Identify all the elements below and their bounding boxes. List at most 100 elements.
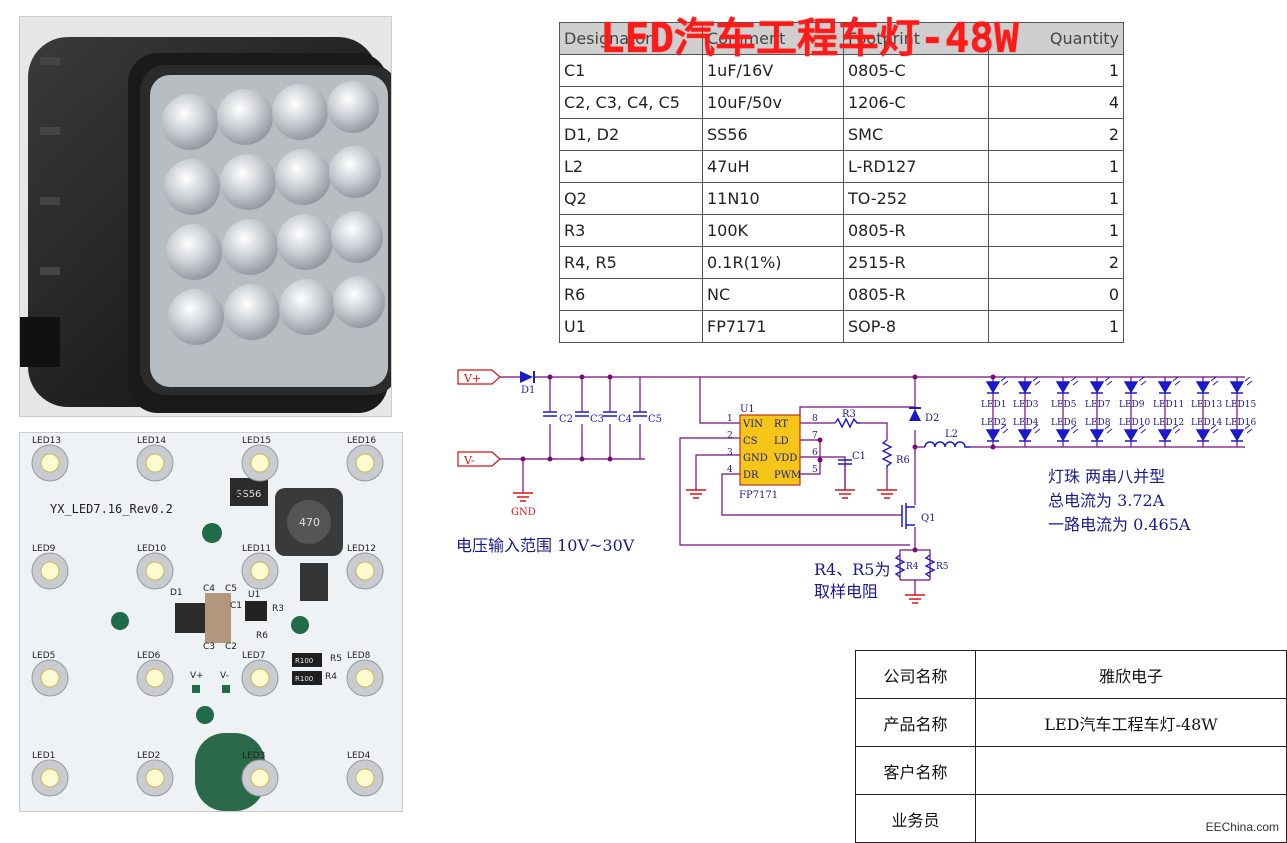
led-label-top: LED3 — [1013, 400, 1039, 410]
led-label-bottom: LED4 — [1013, 418, 1039, 428]
led-label-top: LED7 — [1085, 400, 1111, 410]
vminus-tag: V- — [457, 451, 501, 467]
pcb-resistor-label-2: R100 — [295, 675, 313, 683]
bom-table: Designator Comment Footprint Quantity C1… — [559, 22, 1124, 343]
chip-pin-right: LD — [774, 436, 789, 447]
info-value — [975, 746, 1287, 795]
d1-label: D1 — [521, 385, 535, 396]
led-symbol — [1089, 376, 1113, 394]
bom-cell-footprint: 2515-R — [843, 246, 989, 279]
bom-cell-footprint: SOP-8 — [843, 310, 989, 343]
chip-pin-right: PWM — [774, 470, 801, 481]
lamp-photo-image — [20, 17, 391, 416]
led-array: LED1LED2LED3LED4LED5LED6LED7LED8LED9LED1… — [981, 376, 1256, 442]
pcb-part-label: C5 — [225, 584, 237, 594]
note-led-config: 灯珠 两串八并型 — [1048, 467, 1166, 486]
u1-label: U1 — [740, 404, 755, 415]
bom-cell-quantity: 4 — [988, 86, 1124, 119]
info-key: 客户名称 — [854, 746, 977, 795]
page-title: LED汽车工程车灯-48W — [600, 14, 1019, 62]
chip-pin-number: 2 — [727, 431, 733, 441]
led-symbol — [1157, 424, 1181, 442]
led-label-top: LED11 — [1153, 400, 1184, 410]
pcb-led-lens — [250, 768, 270, 788]
chip-pin-left: VIN — [742, 419, 763, 430]
vminus-label: V- — [463, 454, 475, 467]
pcb-led-label: LED4 — [347, 751, 371, 761]
l2-label: L2 — [945, 429, 958, 440]
bom-cell-footprint: SMC — [843, 118, 989, 151]
led-label-bottom: LED16 — [1225, 418, 1256, 428]
led-symbol — [1089, 424, 1113, 442]
led-label-bottom: LED2 — [981, 418, 1007, 428]
vplus-label: V+ — [463, 372, 481, 385]
pcb-led-lens — [145, 453, 165, 473]
pcb-part-label: C3 — [203, 642, 215, 652]
led-symbol — [1229, 376, 1253, 394]
r3-label: R3 — [842, 409, 856, 420]
pcb-part-label: R5 — [330, 654, 342, 664]
pcb-photo: SS56 470 R100 R100 V+ V- YX_LED7.16_Rev0… — [19, 432, 403, 812]
resistor-r6: R6 — [881, 439, 910, 468]
lamp-lenses — [162, 81, 385, 345]
pcb-led-label: LED13 — [32, 436, 61, 446]
chip-pin-number: 5 — [812, 465, 818, 475]
led-symbol — [1017, 424, 1041, 442]
c4-label: C4 — [618, 414, 632, 425]
bom-cell-comment: SS56 — [702, 118, 844, 151]
pcb-led-lens — [145, 561, 165, 581]
bom-cell-comment: 10uF/50v — [702, 86, 844, 119]
c2-label: C2 — [559, 414, 573, 425]
pcb-led-lens — [355, 453, 375, 473]
pcb-photo-image: SS56 470 R100 R100 V+ V- YX_LED7.16_Rev0… — [20, 433, 402, 811]
bom-cell-footprint: 0805-R — [843, 214, 989, 247]
pcb-led-label: LED5 — [32, 651, 55, 661]
chip-pin-number: 3 — [727, 448, 733, 458]
pcb-part-label: D2 — [232, 490, 245, 500]
pcb-led-lens — [40, 561, 60, 581]
bom-cell-quantity: 1 — [988, 214, 1124, 247]
r6-label: R6 — [896, 455, 910, 466]
pcb-led-lens — [250, 561, 270, 581]
bom-cell-footprint: 1206-C — [843, 86, 989, 119]
led-label-bottom: LED6 — [1051, 418, 1077, 428]
note-string-current: 一路电流为 0.465A — [1048, 515, 1191, 534]
led-symbol — [1123, 376, 1147, 394]
gnd-symbols — [513, 489, 925, 604]
chip-pin-left: CS — [743, 436, 758, 447]
schematic-wires — [500, 376, 1245, 595]
pcb-led-label: LED14 — [137, 436, 166, 446]
pcb-led-label: LED2 — [137, 751, 160, 761]
q1-label: Q1 — [921, 513, 936, 524]
led-label-bottom: LED14 — [1191, 418, 1222, 428]
led-symbol — [1229, 424, 1253, 442]
capacitors — [543, 411, 647, 417]
led-symbol — [985, 424, 1009, 442]
c1-label: C1 — [852, 451, 866, 462]
bom-cell-designator: C1 — [559, 54, 703, 87]
d2-label: D2 — [925, 413, 939, 424]
bom-header-designator: Designator — [559, 22, 703, 55]
pcb-part-label: R3 — [272, 604, 284, 614]
mosfet-q1: Q1 — [901, 503, 936, 529]
info-key: 公司名称 — [854, 650, 977, 699]
watermark-footer: EEChina.com — [1205, 820, 1279, 834]
bom-cell-designator: C2, C3, C4, C5 — [559, 86, 703, 119]
bom-cell-quantity: 1 — [988, 182, 1124, 215]
pcb-led-label: LED1 — [32, 751, 55, 761]
bom-cell-footprint: TO-252 — [843, 182, 989, 215]
pcb-part-label: R4 — [325, 672, 337, 682]
bom-cell-comment: 100K — [702, 214, 844, 247]
pcb-led-lens — [40, 768, 60, 788]
diode-d2: D2 — [909, 407, 939, 424]
bom-cell-designator: D1, D2 — [559, 118, 703, 151]
bom-cell-quantity: 2 — [988, 246, 1124, 279]
pcb-led-lens — [145, 668, 165, 688]
bom-cell-footprint: L-RD127 — [843, 150, 989, 183]
bom-header-row: Designator Comment Footprint Quantity — [559, 22, 1124, 55]
